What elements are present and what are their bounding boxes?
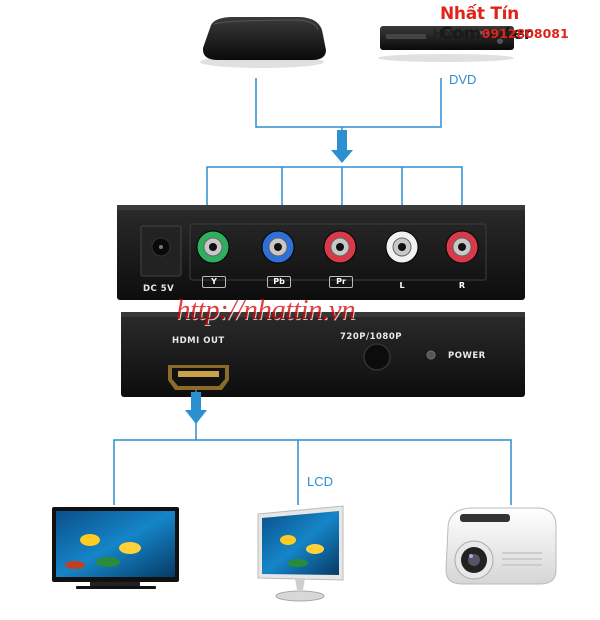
dvd-player — [378, 26, 514, 62]
down-arrow-to-converter — [331, 130, 353, 163]
rca-port-y — [196, 230, 230, 264]
dvd-label: DVD — [449, 72, 477, 87]
hdmi-out-label: HDMI OUT — [172, 336, 225, 346]
lcd-label: LCD — [307, 474, 334, 489]
rca-port-r — [445, 230, 479, 264]
brand-logo: Nhất Tín Computer — [440, 4, 600, 44]
hotline: Hotline:0912808081 — [433, 26, 569, 41]
brand-name-secondary: Computer — [440, 24, 532, 44]
hdmi-out-port — [168, 365, 229, 390]
brand-name-primary: Nhất Tín — [440, 4, 519, 24]
rca-port-label-pb: Pb — [267, 276, 291, 288]
input-connector-lines — [206, 78, 463, 205]
watermark-url: http://nhattin.vn — [176, 294, 356, 326]
projector — [445, 507, 557, 585]
converter-front-panel — [121, 312, 525, 397]
down-arrow-to-displays — [185, 392, 207, 424]
rca-port-pr — [323, 230, 357, 264]
power-led — [426, 350, 436, 360]
rca-port-label-l: L — [399, 281, 405, 290]
resolution-label: 720P/1080P — [340, 332, 402, 342]
lcd-monitor — [257, 505, 344, 602]
hotline-number: 0912808081 — [481, 26, 569, 41]
rca-port-label-r: R — [458, 281, 466, 290]
rca-port-pb — [261, 230, 295, 264]
media-player-box — [200, 17, 326, 68]
rca-port-label-pr: Pr — [329, 276, 353, 288]
dc-5v-jack — [140, 225, 182, 277]
resolution-toggle-button[interactable] — [363, 343, 391, 371]
rca-port-label-y: Y — [202, 276, 226, 288]
rca-port-l — [385, 230, 419, 264]
tv-display — [52, 507, 179, 589]
power-label: POWER — [448, 351, 486, 361]
hotline-label: Hotline: — [433, 26, 482, 41]
dc-5v-label: DC 5V — [143, 284, 175, 294]
